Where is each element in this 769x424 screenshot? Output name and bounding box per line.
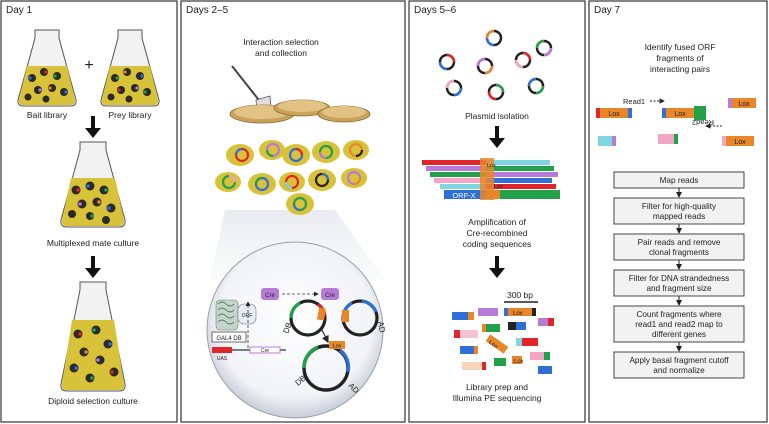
fragment-lox-label-3: Lox: [514, 359, 524, 365]
arrow-down-icon: [85, 256, 101, 278]
panel-header-days2-5: Days 2–5: [186, 5, 229, 16]
arrow-down-icon: [85, 116, 101, 138]
fragment-lox-label-2: Lox: [487, 340, 498, 350]
pipeline-step-text: mapped reads: [653, 212, 705, 221]
pipeline-step-text: Pair reads and remove: [638, 238, 721, 247]
scale-bar-label: 300 bp: [507, 290, 533, 300]
uas-label: UAS: [217, 356, 228, 362]
pipeline-step-text: Filter for DNA strandedness: [629, 274, 730, 283]
read-lox-1: Lox: [608, 111, 620, 118]
days2-5-panel: Interaction selection and collection: [206, 37, 387, 419]
amplicon-lox-label-1: Lox: [487, 163, 496, 169]
fused-plasmid-icon: Lox: [302, 341, 351, 392]
bait-library-label: Bait library: [27, 110, 68, 120]
plasmid-isolation-label: Plasmid isolation: [465, 111, 529, 121]
identify-title-line2: fragments of: [656, 53, 704, 63]
svg-text:Cre: Cre: [265, 293, 275, 299]
panel-header-day1: Day 1: [6, 5, 33, 16]
diploid-flask-icon: [60, 281, 126, 392]
prey-library-label: Prey library: [109, 110, 153, 120]
fused-lox-label: Lox: [333, 344, 342, 350]
fragments-group: [452, 308, 554, 374]
pipeline-step-box: [613, 233, 745, 261]
read-lox-3: Lox: [738, 101, 750, 108]
amplification-line2: Cre-recombined: [467, 228, 528, 238]
pipeline-step-text: clonal fragments: [649, 248, 709, 257]
pipeline-step-text: read1 and read2 map to: [635, 320, 723, 329]
cre-gene-box: [249, 346, 281, 354]
gal4-protein-icon: ORF: [215, 299, 257, 331]
interaction-title-line1: Interaction selection: [243, 37, 319, 47]
panel-header-day7: Day 7: [594, 5, 621, 16]
ad-plasmid-icon: [341, 299, 379, 337]
yeast-cells-group: [215, 140, 369, 215]
uas-element: [212, 347, 232, 353]
identify-title-line3: interacting pairs: [650, 64, 710, 74]
days5-6-panel: Plasmid isolation ORF-X ORF-Y Lox Lox Am: [422, 29, 560, 403]
petri-plates-icon: [229, 99, 371, 124]
arrow-down-icon: [489, 126, 505, 148]
identify-title-line1: Identify fused ORF: [645, 42, 716, 52]
mate-culture-flask-icon: [60, 141, 126, 228]
amplification-line1: Amplification of: [468, 217, 526, 227]
prey-flask-icon: [100, 29, 160, 107]
amplicon-stack: [422, 158, 560, 200]
pipeline-step-text: Map reads: [660, 176, 699, 185]
plasmid-rings-group: [438, 29, 553, 101]
cre-gene-label: Cre: [261, 348, 269, 354]
read-fragments: Lox Read1 Lox Read2 Lox Lox: [596, 97, 756, 146]
day7-panel: Identify fused ORF fragments of interact…: [596, 42, 756, 379]
pipeline-step-text: Filter for high-quality: [642, 202, 717, 211]
pipeline-step-box: [613, 197, 745, 225]
orf-x-label: ORF-X: [452, 191, 475, 200]
arrow-down-icon: [489, 256, 505, 278]
orf-protein-label: ORF: [242, 313, 253, 319]
amplification-line3: coding sequences: [463, 239, 532, 249]
library-prep-line1: Library prep and: [466, 382, 528, 392]
read-lox-2: Lox: [674, 111, 686, 118]
bait-flask-icon: [17, 29, 77, 107]
db-plasmid-icon: [289, 299, 327, 337]
interaction-title-line2: and collection: [255, 48, 307, 58]
pipeline-step-box: [613, 305, 745, 343]
cre-protein-2: Cre: [321, 288, 339, 300]
plus-sign: +: [84, 57, 93, 74]
ad-label-top: AD: [376, 321, 387, 334]
cre-protein-1: Cre: [261, 288, 279, 300]
amplicon-lox-label-2: Lox: [494, 184, 503, 190]
pipeline-step-box: [613, 269, 745, 297]
read1-label: Read1: [623, 97, 645, 106]
pipeline-step-text: Count fragments where: [636, 310, 722, 319]
pipeline-step-text: and fragment size: [646, 284, 712, 293]
pipeline-step-text: Apply basal fragment cutoff: [629, 356, 729, 365]
db-label-top: DB: [281, 321, 293, 335]
orf-y-label: ORF-Y: [518, 198, 541, 207]
pipeline-step-box: [613, 351, 745, 379]
panel-header-days5-6: Days 5–6: [414, 5, 457, 16]
pipeline-step-text: different genes: [652, 330, 706, 339]
library-prep-line2: Illumina PE sequencing: [453, 393, 542, 403]
read-lox-4: Lox: [734, 139, 746, 146]
svg-text:Cre: Cre: [325, 293, 335, 299]
day1-panel: Bait library + Prey library: [17, 29, 160, 406]
mate-culture-label: Multiplexed mate culture: [47, 238, 139, 248]
read2-label: Read2: [692, 118, 714, 127]
recombination-arrow: [321, 329, 329, 344]
gal4-db-label: GAL4 DB: [216, 336, 241, 342]
fragment-lox-label-1: Lox: [513, 311, 523, 317]
gal4-db-box: [211, 331, 247, 343]
diploid-selection-label: Diploid selection culture: [48, 396, 138, 406]
pipeline-step: Map reads: [613, 171, 745, 189]
pipeline-step-text: and normalize: [653, 366, 705, 375]
